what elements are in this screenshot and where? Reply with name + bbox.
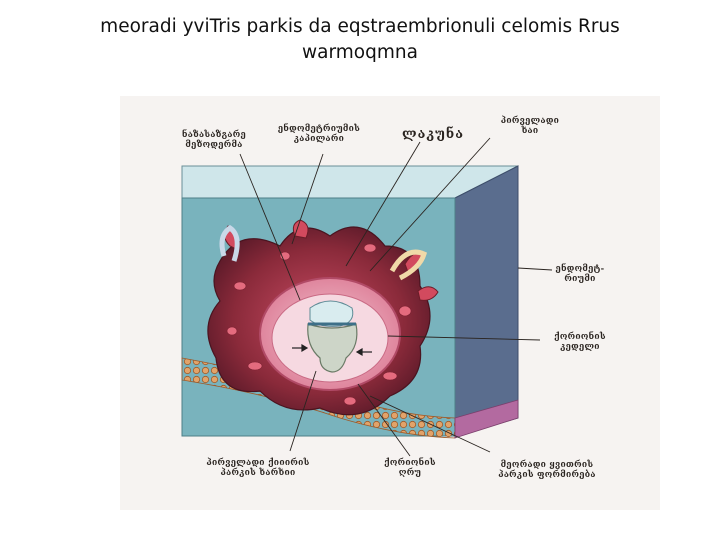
- label-endometrial-capillary: ენდომეტრიუმის კაპილარი: [277, 124, 361, 144]
- label-lacuna: ლაკუნა: [402, 127, 464, 142]
- label-extraembryonic-mesoderm: ნაზასაზგარე მეზოდერმა: [181, 130, 247, 150]
- lacunae: [226, 243, 412, 406]
- label-chorionic-cavity: ქორიონის ღრუ: [384, 458, 436, 478]
- slide-title: meoradi yviTris parkis da eqstraembrionu…: [100, 16, 620, 63]
- epithelium-side: [454, 399, 519, 439]
- diagram-drawing: [181, 137, 553, 457]
- leader-lines: [239, 137, 553, 457]
- label-primary-villi: პირველადი ქიიირის პარკის ხარხიი: [206, 458, 310, 478]
- capillary-loop-left: [219, 224, 240, 262]
- cavity-arrows: [292, 343, 372, 357]
- label-primary-yolk-sac: პირველადი ხაი: [500, 116, 560, 136]
- capillary-loop-right: [389, 249, 428, 281]
- endometrium-side-face: [454, 165, 519, 437]
- label-chorionic-wall: ქორიონის კედელი: [554, 332, 606, 352]
- label-endometrium: ენდომეტ- რიუმი: [555, 264, 605, 284]
- embryo-diagram: ნაზასაზგარე მეზოდერმა ენდომეტრიუმის კაპი…: [120, 96, 660, 510]
- label-secondary-yolk-sac: მეორადი ყვითრის პარკის ფორმირება: [498, 460, 596, 480]
